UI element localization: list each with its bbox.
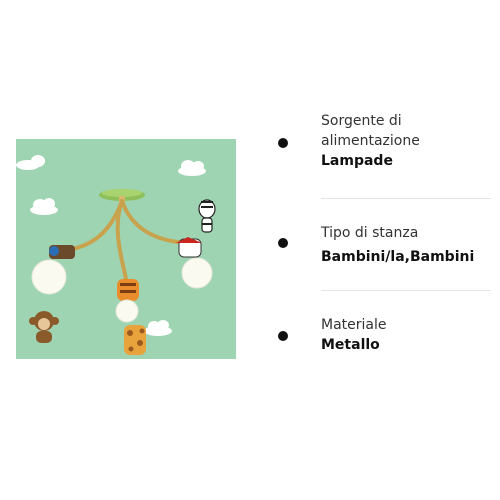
spec-value: Metallo [321,337,380,353]
specification-list: Sorgente di alimentazione Lampade Tipo d… [270,0,500,500]
spec-value: Lampade [321,153,393,169]
cloud-icon [178,160,206,176]
cloud-icon [16,155,45,170]
product-image-ceiling-lamp [16,139,236,359]
divider [321,290,491,291]
middle-bulb [115,279,139,323]
bullet-dot-icon [278,238,288,248]
zebra-icon [198,199,216,233]
right-bulb [176,237,213,289]
cloud-icon [30,198,58,215]
bullet-dot-icon [278,331,288,341]
left-bulb [31,245,75,295]
spec-label: Tipo di stanza [321,225,419,241]
spec-text: Materiale Metallo [321,315,496,355]
spec-label: Materiale [321,317,387,333]
spec-label: Sorgente di alimentazione [321,113,420,149]
spec-text: Sorgente di alimentazione Lampade [321,111,496,171]
monkey-icon [29,311,59,343]
lamp-illustration [16,139,236,359]
spec-value: Bambini/la,Bambini [321,249,475,265]
bullet-dot-icon [278,138,288,148]
divider [321,198,491,199]
giraffe-icon [124,325,146,355]
spec-text: Tipo di stanza Bambini/la,Bambini [321,223,496,267]
cloud-icon [144,320,172,336]
